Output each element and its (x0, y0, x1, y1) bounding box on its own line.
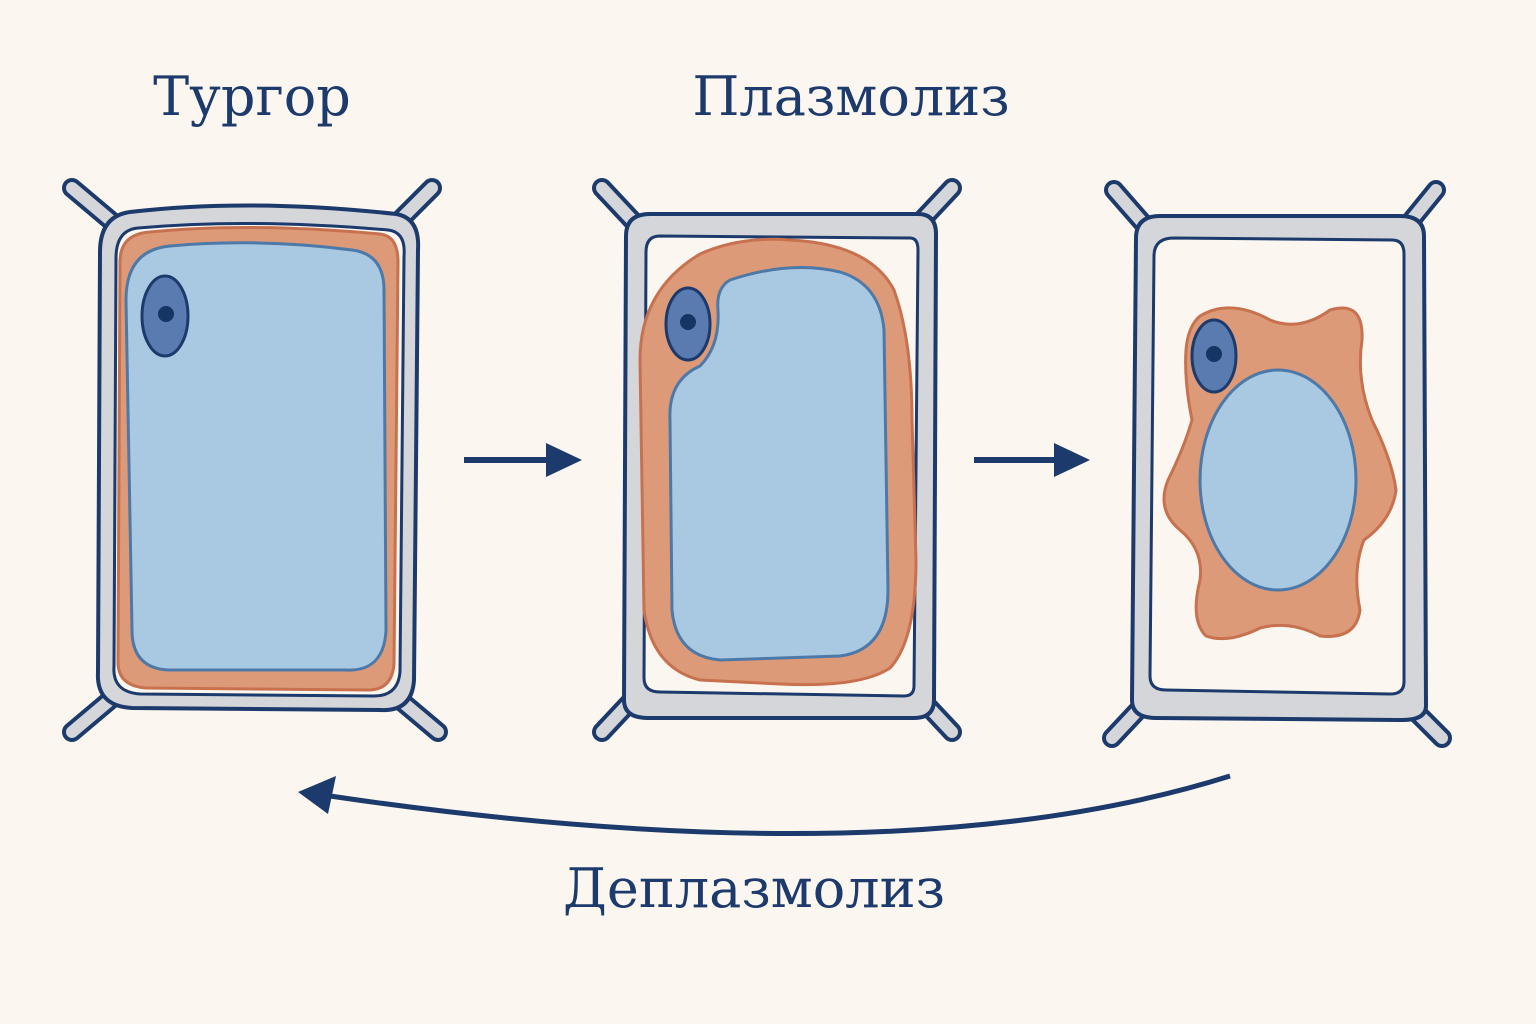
arrow-right-icon (464, 443, 582, 477)
curved-arrow-left-icon (298, 773, 1231, 837)
label-deplasmolysis: Деплазмолиз (562, 857, 946, 920)
cell-plasmolysis-deep (1102, 180, 1452, 748)
label-plasmolysis: Плазмолиз (692, 65, 1010, 128)
vacuole (124, 241, 388, 672)
arrow-right-icon (974, 443, 1090, 477)
cell-plasmolysis-early (592, 178, 962, 742)
label-turgor: Тургор (153, 65, 351, 128)
nucleolus (1206, 346, 1222, 362)
cell-turgor (62, 178, 448, 742)
vacuole (668, 266, 890, 662)
vacuole (1198, 368, 1358, 592)
nucleolus (680, 314, 696, 330)
nucleolus (158, 306, 174, 322)
cell-wall-corners (62, 178, 448, 742)
